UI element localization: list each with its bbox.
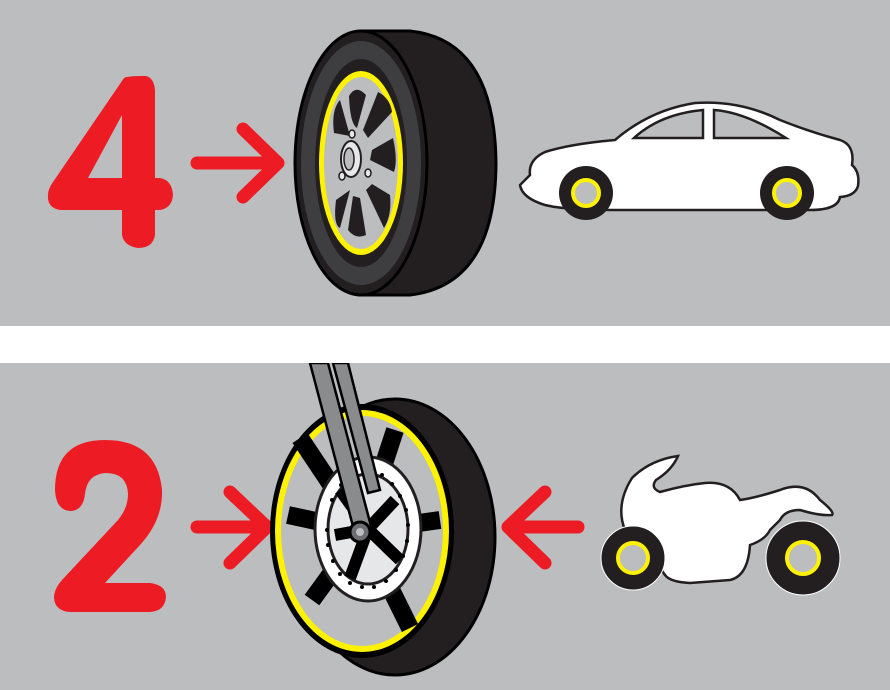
number-4-glyph [47, 76, 173, 248]
arrow-left-icon [501, 485, 585, 570]
motorcycle-wheel-icon [270, 363, 497, 677]
car-icon [518, 101, 860, 220]
arrow-right-icon [190, 122, 285, 204]
motorcycle-panel: 2 [0, 363, 890, 690]
car-illustration [47, 29, 860, 297]
arrow-right-icon [190, 485, 274, 570]
divider [0, 326, 890, 363]
car-tire-icon [293, 29, 498, 297]
number-2-glyph [54, 440, 166, 612]
motorcycle-icon [600, 454, 841, 596]
car-panel: 4 [0, 0, 890, 326]
motorcycle-illustration [54, 363, 841, 677]
